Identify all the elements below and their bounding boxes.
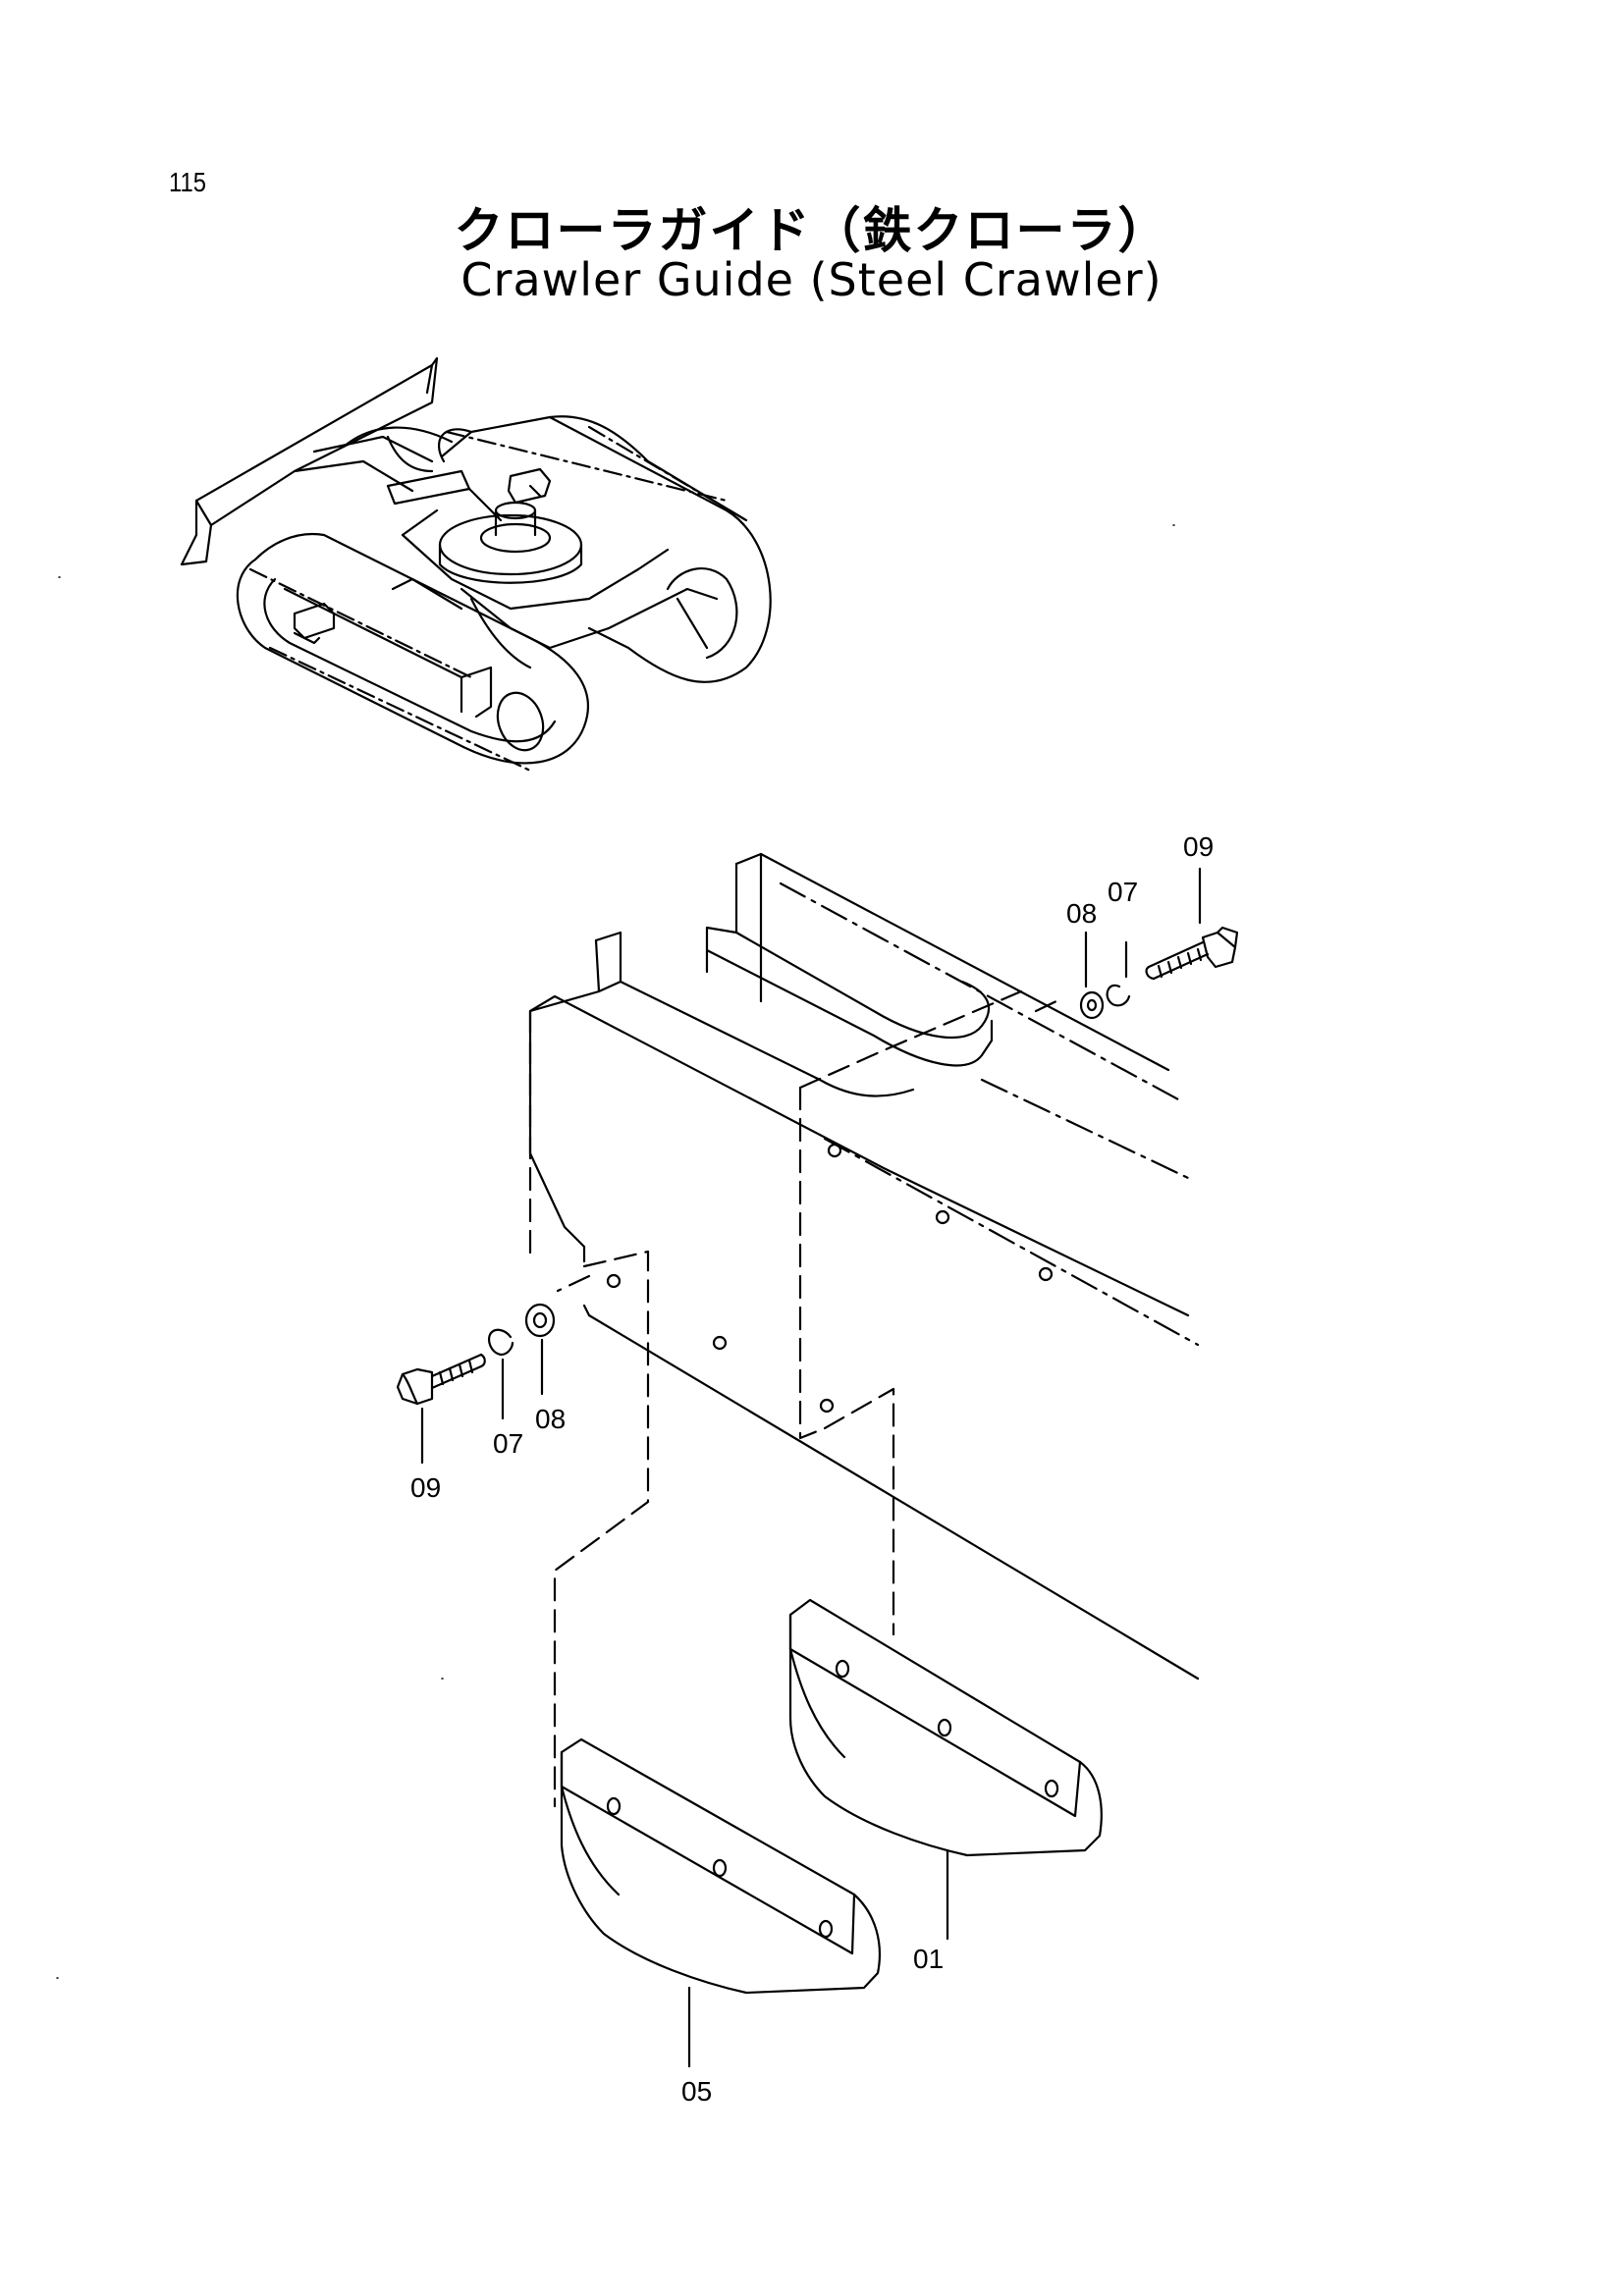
callout-09-lower: 09	[410, 1472, 441, 1503]
exploded-view	[396, 852, 1239, 2068]
undercarriage-overview	[180, 356, 772, 773]
callout-01: 01	[913, 1944, 944, 1974]
callout-09-upper: 09	[1183, 831, 1214, 862]
callout-labels: 09 08 07 09 07 08 01 05	[410, 831, 1214, 2107]
page-number: 115	[169, 167, 206, 197]
callout-08-upper: 08	[1066, 898, 1097, 929]
callout-05: 05	[681, 2076, 712, 2107]
callout-07-lower: 07	[493, 1428, 523, 1459]
callout-08-lower: 08	[535, 1404, 566, 1434]
title-english: Crawler Guide (Steel Crawler)	[460, 253, 1163, 306]
callout-07-upper: 07	[1108, 877, 1138, 907]
title-japanese: クローラガイド（鉄クローラ）	[454, 202, 1169, 259]
